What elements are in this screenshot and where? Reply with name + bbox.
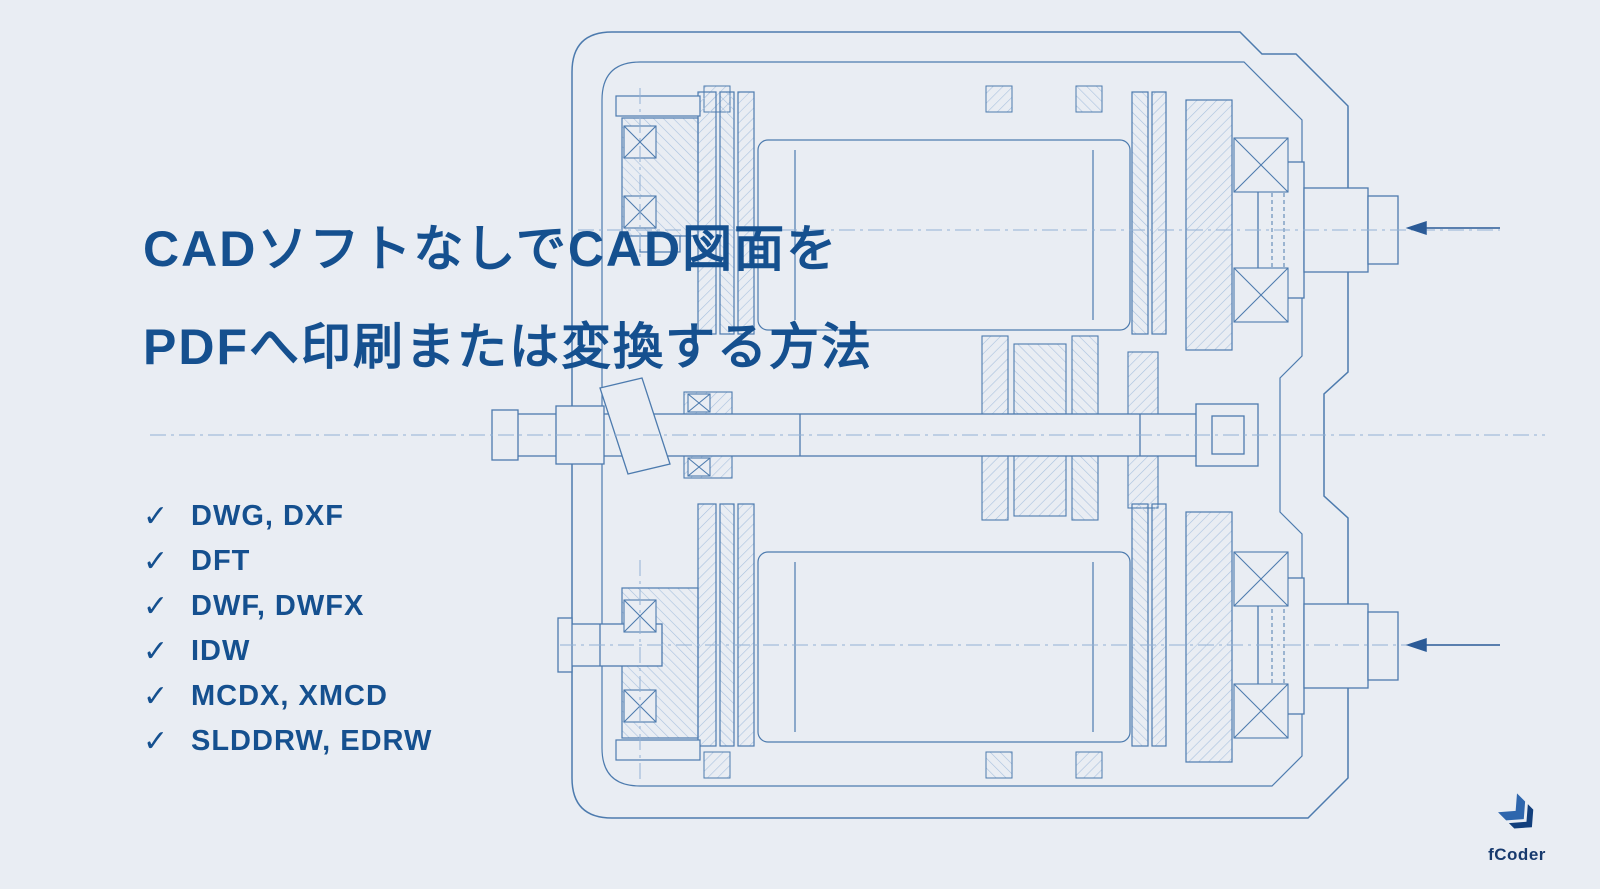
page-title: CADソフトなしでCAD図面を PDFへ印刷または変換する方法 xyxy=(143,200,873,396)
list-item: ✓ SLDDRW, EDRW xyxy=(143,719,432,764)
format-label: SLDDRW, EDRW xyxy=(191,725,433,757)
centerlines xyxy=(150,88,1545,780)
check-icon: ✓ xyxy=(143,725,170,758)
format-label: DWF, DWFX xyxy=(191,590,365,622)
format-label: DWG, DXF xyxy=(191,500,344,532)
format-label: DFT xyxy=(191,545,251,577)
list-item: ✓ DFT xyxy=(143,539,432,584)
direction-arrows xyxy=(1405,220,1500,653)
check-icon: ✓ xyxy=(143,680,170,713)
list-item: ✓ DWF, DWFX xyxy=(143,584,432,629)
housing-outline xyxy=(571,31,1349,819)
list-item: ✓ MCDX, XMCD xyxy=(143,674,432,719)
output-shafts xyxy=(1257,161,1399,715)
check-icon: ✓ xyxy=(143,590,170,623)
fcoder-logo-icon xyxy=(1498,793,1534,829)
format-label: MCDX, XMCD xyxy=(191,680,388,712)
check-icon: ✓ xyxy=(143,500,170,533)
check-icon: ✓ xyxy=(143,545,170,578)
bottom-rotor xyxy=(615,503,1233,763)
list-item: ✓ DWG, DXF xyxy=(143,494,432,539)
check-icon: ✓ xyxy=(143,635,170,668)
fcoder-logo: fCoder xyxy=(1482,792,1552,865)
format-label: IDW xyxy=(191,635,251,667)
title-line-1: CADソフトなしでCAD図面を xyxy=(143,221,839,277)
title-line-2: PDFへ印刷または変換する方法 xyxy=(143,319,873,375)
format-list: ✓ DWG, DXF ✓ DFT ✓ DWF, DWFX ✓ IDW ✓ MCD… xyxy=(143,494,432,764)
fcoder-logo-text: fCoder xyxy=(1488,845,1546,864)
top-rotor xyxy=(615,91,1233,351)
list-item: ✓ IDW xyxy=(143,629,432,674)
